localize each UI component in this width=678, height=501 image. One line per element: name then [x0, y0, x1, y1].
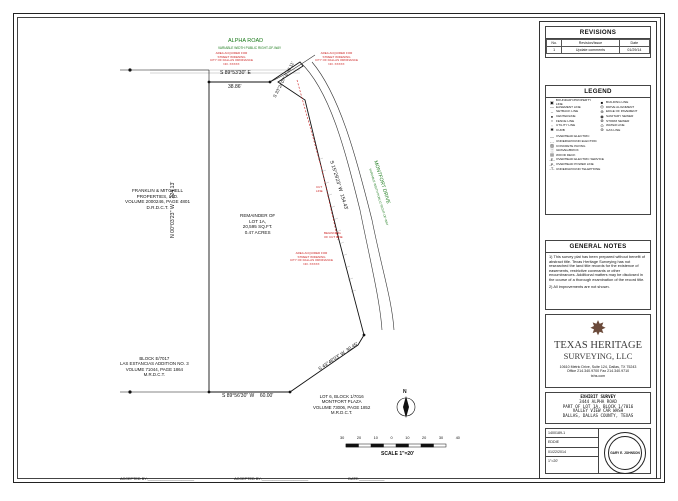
- legend-item: ◦UTILITY LINE: [551, 122, 576, 128]
- legend-item: ▤WOOD DECK: [550, 152, 576, 158]
- drawing-sheet-border: [13, 13, 665, 483]
- accept-date: DATE:____________: [348, 477, 385, 481]
- scale-bar: [345, 443, 447, 448]
- legend-item: -P-OVERHEAD POWER LINE: [549, 161, 594, 167]
- revisions-title: REVISIONS: [546, 27, 650, 39]
- exhibit-header: EXHIBIT SURVEY: [580, 394, 616, 399]
- notes-title: GENERAL NOTES: [546, 241, 650, 253]
- table-row: 1 Update comments 01/29/14: [545, 46, 651, 54]
- legend-item: ●CENTERLINE: [550, 113, 576, 119]
- legend-box: LEGEND ▣BOUNDARY/PROPERTY LINE —EASEMENT…: [545, 85, 651, 215]
- boundary-line: [208, 61, 365, 393]
- legend-item: ⊛GAS LINE: [600, 127, 621, 133]
- legend-item: ▣BOUNDARY/PROPERTY LINE: [550, 98, 592, 107]
- accepted-by-1: ACCEPTED BY:______________________: [120, 477, 195, 481]
- cut-line: [296, 79, 339, 241]
- legend-item: - -UNDERGROUND ELECTRIC: [550, 138, 597, 144]
- drawn-by: EDDIE: [546, 438, 598, 448]
- company-name: TEXAS HERITAGE: [553, 340, 643, 351]
- survey-date: 01/22/2014: [546, 448, 598, 458]
- legend-title: LEGEND: [546, 86, 650, 98]
- legend-item: —OVERHEAD ELECTRIC: [550, 133, 590, 139]
- accepted-by-2: ACCEPTED BY:______________________: [234, 477, 309, 481]
- company-address: 10610 Metric Drive, Suite 124, Dallas, T…: [559, 365, 637, 369]
- legend-item: -E-OVERHEAD ELECTRIC SERVICE: [549, 156, 604, 162]
- title-block: EXHIBIT SURVEY 3444 ALPHA ROAD PART OF L…: [545, 392, 651, 424]
- job-info-box: 1400189-1 EDDIE 01/22/2014 1"=20' GARY E…: [545, 428, 651, 474]
- note-item: 1) This survey plat has been prepared wi…: [549, 254, 645, 282]
- general-notes-box: GENERAL NOTES 1) This survey plat has be…: [545, 240, 651, 310]
- company-phone: Office 214.340.9700 Fax 214.340.9710: [566, 369, 630, 374]
- company-subname: SURVEYING, LLC: [563, 351, 633, 361]
- legend-item: ■BUILDING LINE: [600, 99, 629, 105]
- note-item: 2) All improvements are not shown.: [549, 283, 610, 289]
- north-arrow: [396, 396, 416, 418]
- legend-item: ○FENCE LINE: [550, 118, 575, 124]
- legend-item: ⊕EDGE OF PAVEMENT: [600, 108, 638, 114]
- legend-item: –SETBACK LINE: [550, 108, 579, 114]
- survey-scale: 1"=20': [548, 459, 559, 464]
- surveyor-seal: GARY E. JOHNSON: [604, 432, 646, 474]
- star-logo-icon: ✸: [589, 318, 607, 340]
- signature-row: ACCEPTED BY:______________________ ACCEP…: [120, 477, 384, 481]
- revisions-table: No. Revision/Issue Date 1 Update comment…: [545, 39, 651, 54]
- company-web: txhs.com: [590, 373, 606, 378]
- legend-item: ⊙WATER LINE: [600, 122, 625, 128]
- legend-item: ◉SANITARY SEWER: [600, 113, 634, 119]
- legend-item: —EASEMENT LINE: [550, 104, 581, 110]
- legend-item: ░GRAVEL/BRICK: [550, 147, 579, 153]
- legend-item: ✱CURB: [550, 127, 565, 133]
- legend-item: ⊗STORM SEWER: [600, 118, 630, 124]
- legend-item: ▨CONCRETE PAVING: [550, 143, 586, 149]
- revisions-box: REVISIONS No. Revision/Issue Date 1 Upda…: [545, 26, 651, 58]
- legend-item: ◎DRIVE ALIGNMENT: [600, 104, 635, 110]
- company-box: ✸ TEXAS HERITAGE SURVEYING, LLC 10610 Me…: [545, 314, 651, 388]
- title-sidebar: REVISIONS No. Revision/Issue Date 1 Upda…: [539, 21, 657, 479]
- job-number: 1400189-1: [546, 429, 598, 439]
- legend-item: -T-UNDERGROUND TELEPHONE: [549, 166, 601, 172]
